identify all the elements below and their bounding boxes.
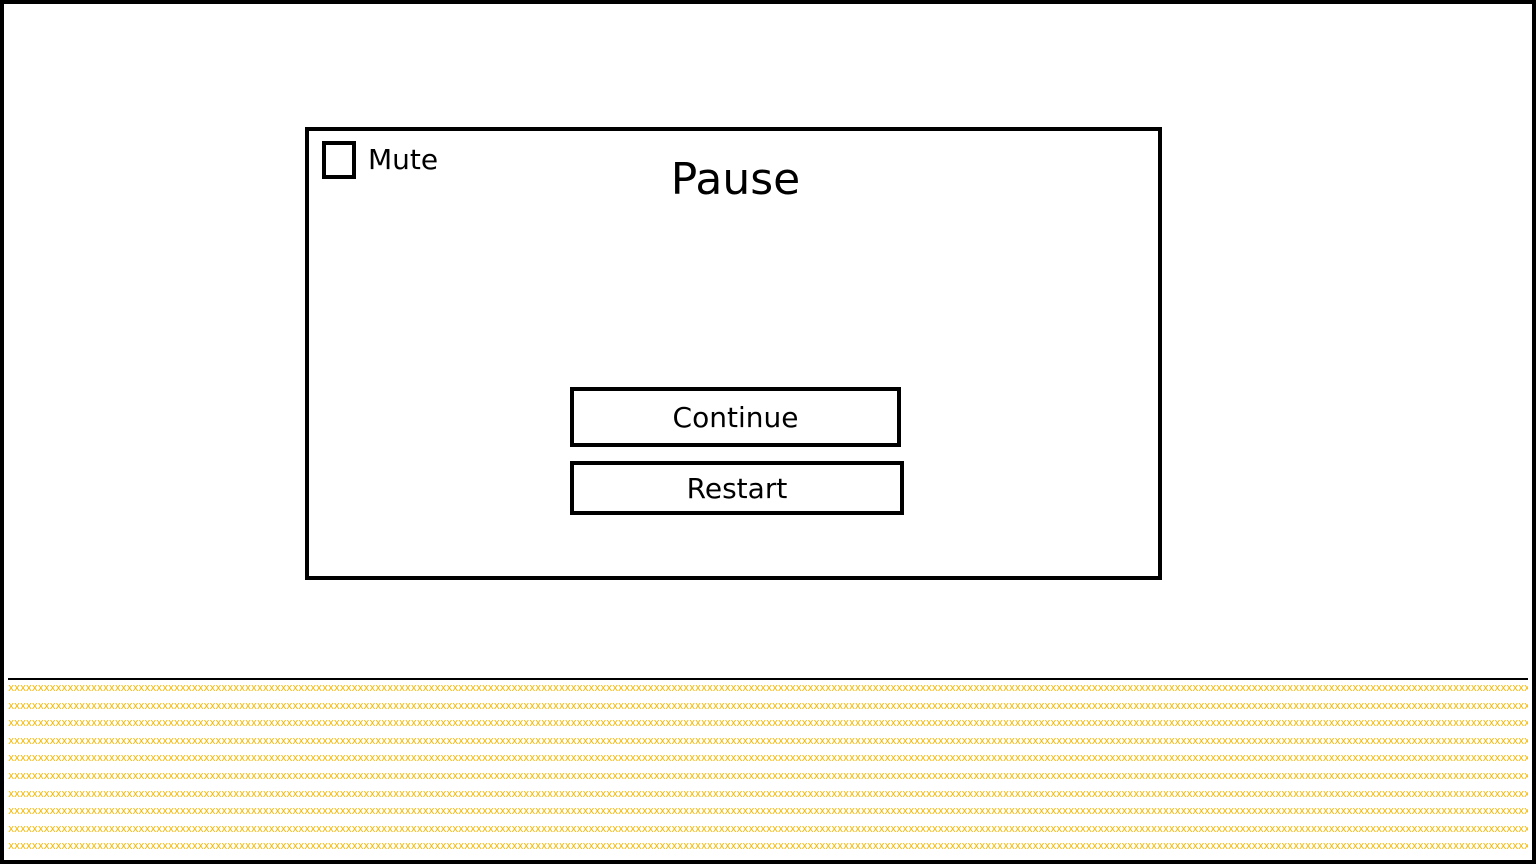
ground-pattern-row: xxxxxxxxxxxxxxxxxxxxxxxxxxxxxxxxxxxxxxxx… (8, 717, 1528, 730)
ground-pattern-row: xxxxxxxxxxxxxxxxxxxxxxxxxxxxxxxxxxxxxxxx… (8, 699, 1528, 712)
pause-menu-panel: Mute Pause Continue Restart (305, 127, 1162, 580)
mute-checkbox[interactable] (322, 141, 356, 179)
continue-button[interactable]: Continue (570, 387, 901, 447)
ground-pattern-row: xxxxxxxxxxxxxxxxxxxxxxxxxxxxxxxxxxxxxxxx… (8, 840, 1528, 853)
pause-title: Pause (670, 154, 801, 205)
mute-toggle[interactable]: Mute (322, 141, 438, 179)
ground-pattern-row: xxxxxxxxxxxxxxxxxxxxxxxxxxxxxxxxxxxxxxxx… (8, 787, 1528, 800)
ground-pattern-row: xxxxxxxxxxxxxxxxxxxxxxxxxxxxxxxxxxxxxxxx… (8, 682, 1528, 694)
ground-pattern-row: xxxxxxxxxxxxxxxxxxxxxxxxxxxxxxxxxxxxxxxx… (8, 752, 1528, 765)
ground-strip: xxxxxxxxxxxxxxxxxxxxxxxxxxxxxxxxxxxxxxxx… (8, 680, 1528, 856)
mute-label: Mute (368, 143, 439, 176)
ground-pattern-row: xxxxxxxxxxxxxxxxxxxxxxxxxxxxxxxxxxxxxxxx… (8, 805, 1528, 818)
continue-button-label: Continue (672, 400, 799, 434)
ground-pattern-row: xxxxxxxxxxxxxxxxxxxxxxxxxxxxxxxxxxxxxxxx… (8, 734, 1528, 747)
restart-button-label: Restart (686, 471, 788, 505)
restart-button[interactable]: Restart (570, 461, 904, 515)
ground-pattern-row: xxxxxxxxxxxxxxxxxxxxxxxxxxxxxxxxxxxxxxxx… (8, 769, 1528, 782)
ground-pattern-row: xxxxxxxxxxxxxxxxxxxxxxxxxxxxxxxxxxxxxxxx… (8, 822, 1528, 835)
